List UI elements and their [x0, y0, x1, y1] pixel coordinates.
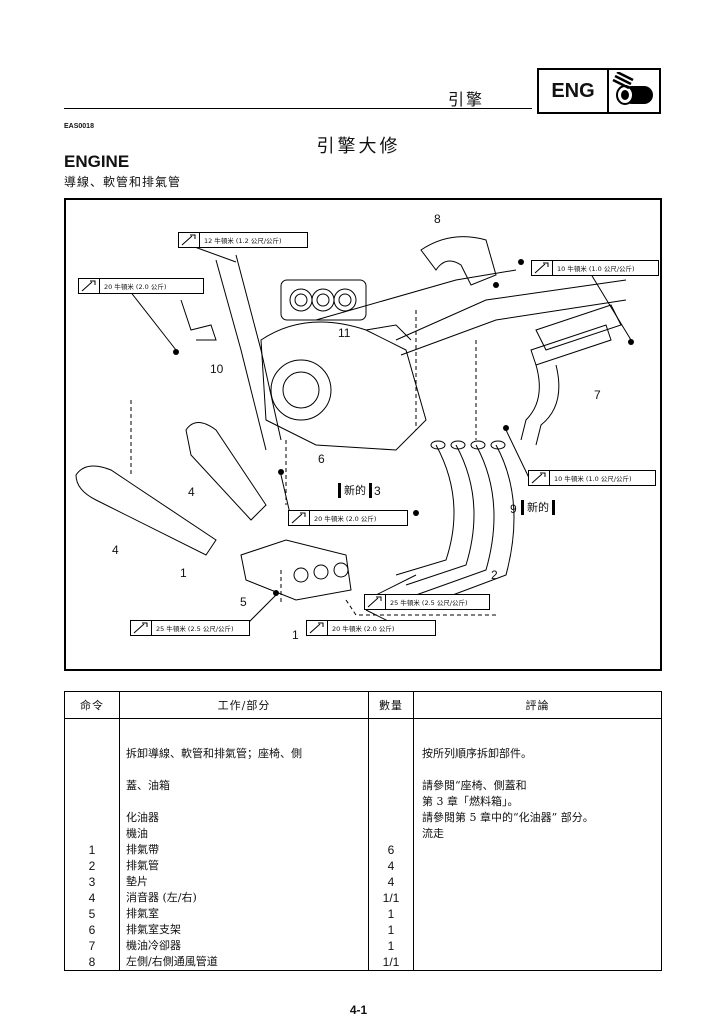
callout-number: 3 [374, 484, 381, 498]
chapter-title: 引擎 [448, 90, 485, 109]
wrench-icon [529, 471, 550, 485]
callout-number: 1 [292, 628, 299, 642]
callout-number: 4 [112, 543, 119, 557]
wrench-icon [365, 595, 386, 609]
torque-label: 12 牛頓米 (1.2 公尺/公斤) [178, 232, 308, 248]
chapter-tag: ENG [539, 70, 609, 112]
torque-label: 25 牛頓米 (2.5 公尺/公斤) [130, 620, 250, 636]
engine-icon [612, 72, 653, 105]
section-subtitle: 導線、軟管和排氣管 [64, 175, 182, 189]
callout-number: 1 [180, 566, 187, 580]
callout-number: 9 [510, 502, 517, 516]
callout-number: 10 [210, 362, 224, 376]
col-qty: 數量 [368, 691, 414, 719]
torque-label: 20 牛頓米 (2.0 公斤) [78, 278, 204, 294]
wrench-icon [179, 233, 200, 247]
chapter-tab: ENG [537, 68, 661, 114]
callout-number: 8 [434, 212, 441, 226]
wrench-icon [131, 621, 152, 635]
page-number: 4-1 [349, 1003, 368, 1017]
torque-label: 10 牛頓米 (1.0 公尺/公斤) [528, 470, 656, 486]
remarks-cell: 按所列順序拆卸部件。請參閱“座椅、側蓋和第 3 章「燃料箱」。請參閱第 5 章中… [413, 718, 662, 971]
torque-label: 25 牛頓米 (2.5 公尺/公斤) [364, 594, 490, 610]
col-order: 命令 [64, 691, 120, 719]
exhaust-system-drawing [75, 236, 634, 631]
header-rule [64, 108, 532, 109]
callout-number: 6 [318, 452, 325, 466]
torque-label: 20 牛頓米 (2.0 公斤) [306, 620, 436, 636]
job-cell: 拆卸導線、軟管和排氣管；座椅、側蓋、油箱化油器機油排氣帶排氣管墊片消音器 (左/… [119, 718, 369, 971]
col-remarks: 評論 [413, 691, 662, 719]
callout-number: 2 [491, 568, 498, 582]
wrench-icon [289, 511, 310, 525]
page-title-cn: 引擎大修 [316, 136, 401, 157]
wrench-icon [79, 279, 100, 293]
new-part-tag: 新的 [338, 483, 372, 498]
new-part-tag: 新的 [521, 500, 555, 515]
table-header-row: 命令 工作/部分 數量 評論 [64, 691, 662, 719]
doc-code: EAS0018 [64, 123, 94, 130]
torque-label: 10 牛頓米 (1.0 公尺/公斤) [531, 260, 659, 276]
col-job: 工作/部分 [119, 691, 369, 719]
callout-number: 11 [338, 326, 351, 340]
wrench-icon [307, 621, 328, 635]
page-title-en: ENGINE [64, 152, 130, 171]
callout-number: 7 [594, 388, 601, 402]
callout-number: 4 [188, 485, 195, 499]
wrench-icon [532, 261, 553, 275]
torque-label: 20 牛頓米 (2.0 公斤) [288, 510, 408, 526]
exploded-diagram: 12 牛頓米 (1.2 公尺/公斤) 20 牛頓米 (2.0 公斤) 10 牛頓… [64, 198, 662, 671]
callout-number: 5 [240, 595, 247, 609]
